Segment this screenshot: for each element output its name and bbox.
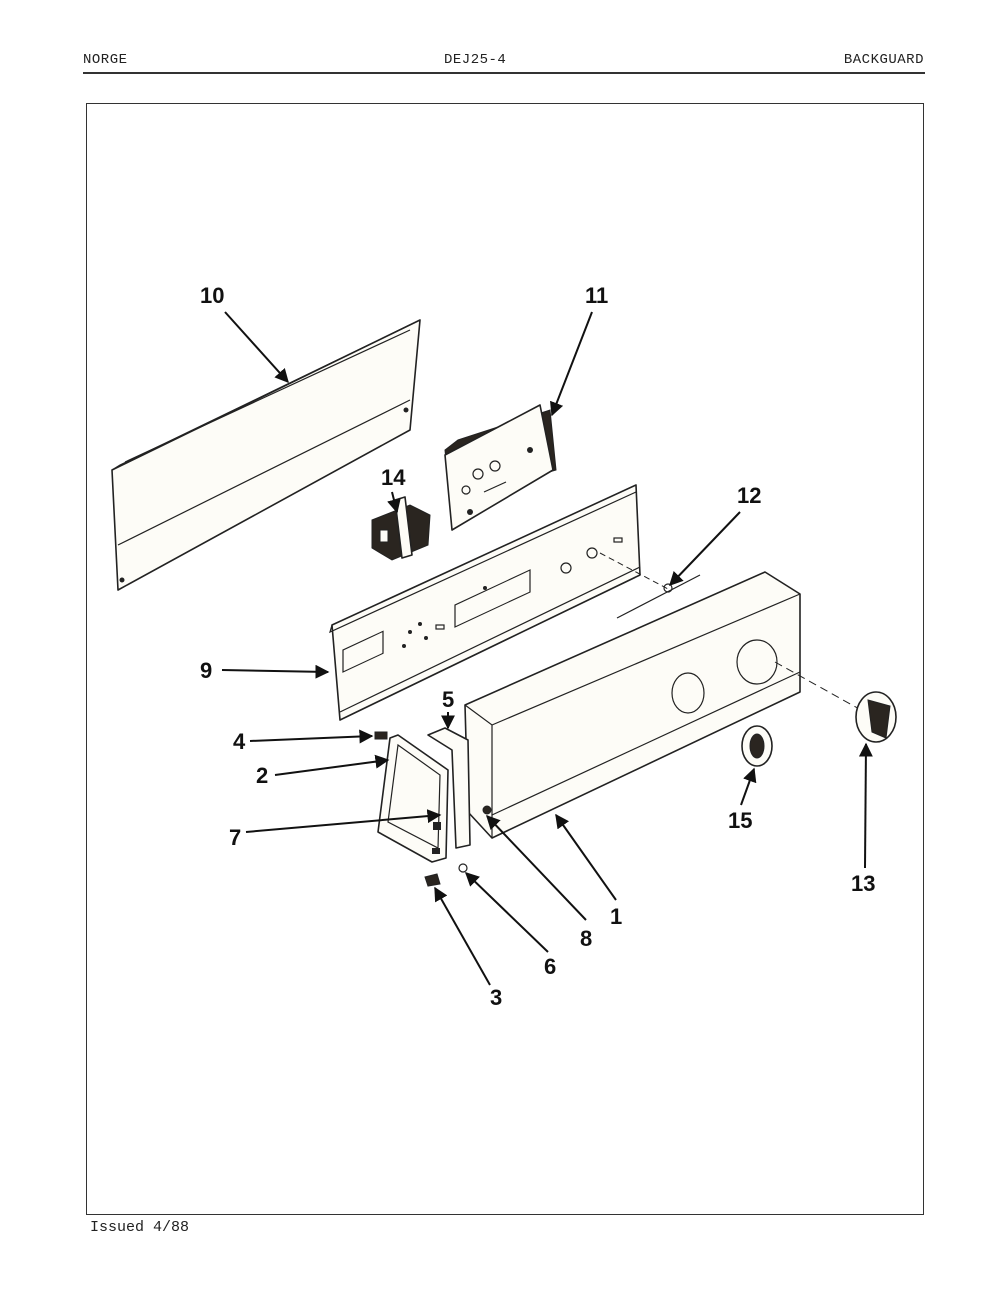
callout-8: 8 [580,926,592,951]
callout-15: 15 [728,808,752,833]
callout-2: 2 [256,763,268,788]
part-9-control-panel [329,484,641,721]
callout-10: 10 [200,283,224,308]
part-10-rear-panel [111,319,421,591]
leader-lines [221,311,873,986]
callout-13: 13 [851,871,875,896]
callout-6: 6 [544,954,556,979]
callout-1: 1 [610,904,622,929]
callout-4: 4 [233,729,246,754]
callout-9: 9 [200,658,212,683]
issued-date: Issued 4/88 [90,1219,190,1236]
header-model: DEJ25-4 [444,52,507,68]
part-14-switch [371,496,431,561]
small-parts [374,583,673,887]
callout-14: 14 [381,465,406,490]
alignment-lines [599,552,871,716]
part-15-knob [741,725,773,767]
part-13-knob [855,691,897,743]
part-11-timer [444,404,557,531]
part-2-end-cap [377,734,449,863]
callout-3: 3 [490,985,502,1010]
diagram-frame [86,103,924,1215]
header-brand: NORGE [83,52,128,68]
callout-7: 7 [229,825,241,850]
callout-11: 11 [585,283,608,308]
callout-12: 12 [737,483,761,508]
header-section: BACKGUARD [843,52,924,68]
header-rule [83,72,925,74]
callout-5: 5 [442,687,454,712]
